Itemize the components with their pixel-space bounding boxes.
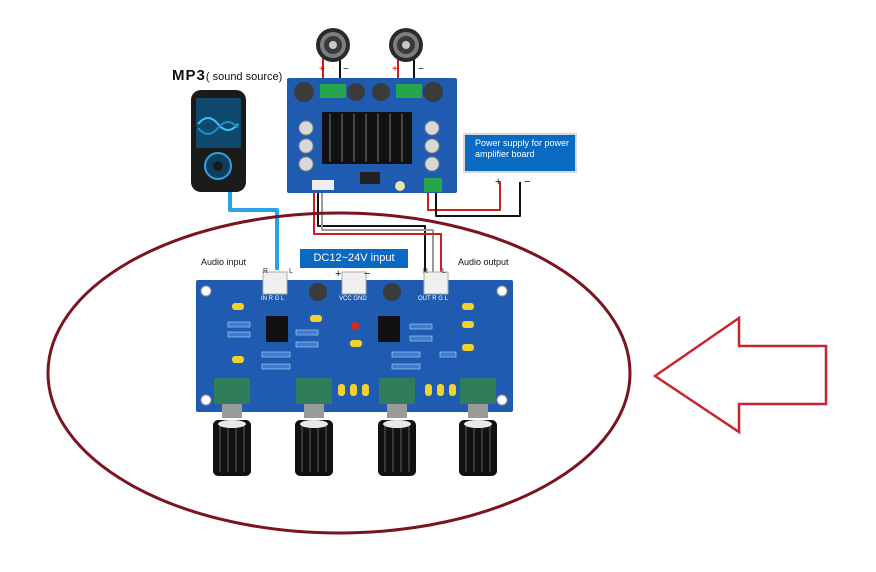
output-header-label: OUT R G L [418,296,448,302]
ps-wire-black [435,182,521,217]
dc-input-box: DC12~24V input [300,249,408,268]
left-arrow-icon [652,315,828,435]
dc-plus-label: + [335,268,342,280]
mp3-label: MP3( sound source) [172,67,283,84]
highlight-ellipse [46,211,632,535]
speaker-right-plus: + [392,64,398,75]
output-pin-r: R [423,268,429,275]
input-pin-r: R [263,268,269,275]
mp3-player-icon [191,90,246,192]
input-header-label: IN R G L [261,296,285,302]
speaker-left-plus: + [319,64,325,75]
power-header-label: VCC GND [339,296,367,302]
speaker-right-minus: − [418,64,424,75]
speaker-icon [316,28,350,62]
mp3-sublabel: sound source [212,71,279,83]
wires [228,58,521,275]
potentiometer-knob-icon[interactable] [378,378,416,476]
potentiometer-knob-icon[interactable] [459,378,497,476]
ps-wire-red [427,182,501,211]
audio-output-label: Audio output [458,257,509,267]
ps-plus-label: + [495,176,502,188]
signal-wire-black [317,190,426,275]
output-pin-l: L [442,268,446,275]
power-supply-box: Power supply for power amplifier board [463,133,577,173]
ps-minus-label: − [524,176,531,188]
amplifier-board [287,78,457,193]
signal-wire-red [313,190,442,275]
signal-wire-white [321,190,434,275]
audio-cable [228,190,279,270]
heatsink-icon [322,112,412,164]
speaker-icon [389,28,423,62]
potentiometer-knob-icon[interactable] [213,378,251,476]
potentiometer-knob-icon[interactable] [295,378,333,476]
tone-control-board [196,271,513,412]
input-pin-l: L [289,268,293,275]
speaker-left-minus: − [343,64,349,75]
dc-minus-label: − [364,268,371,280]
audio-input-label: Audio input [201,257,247,267]
